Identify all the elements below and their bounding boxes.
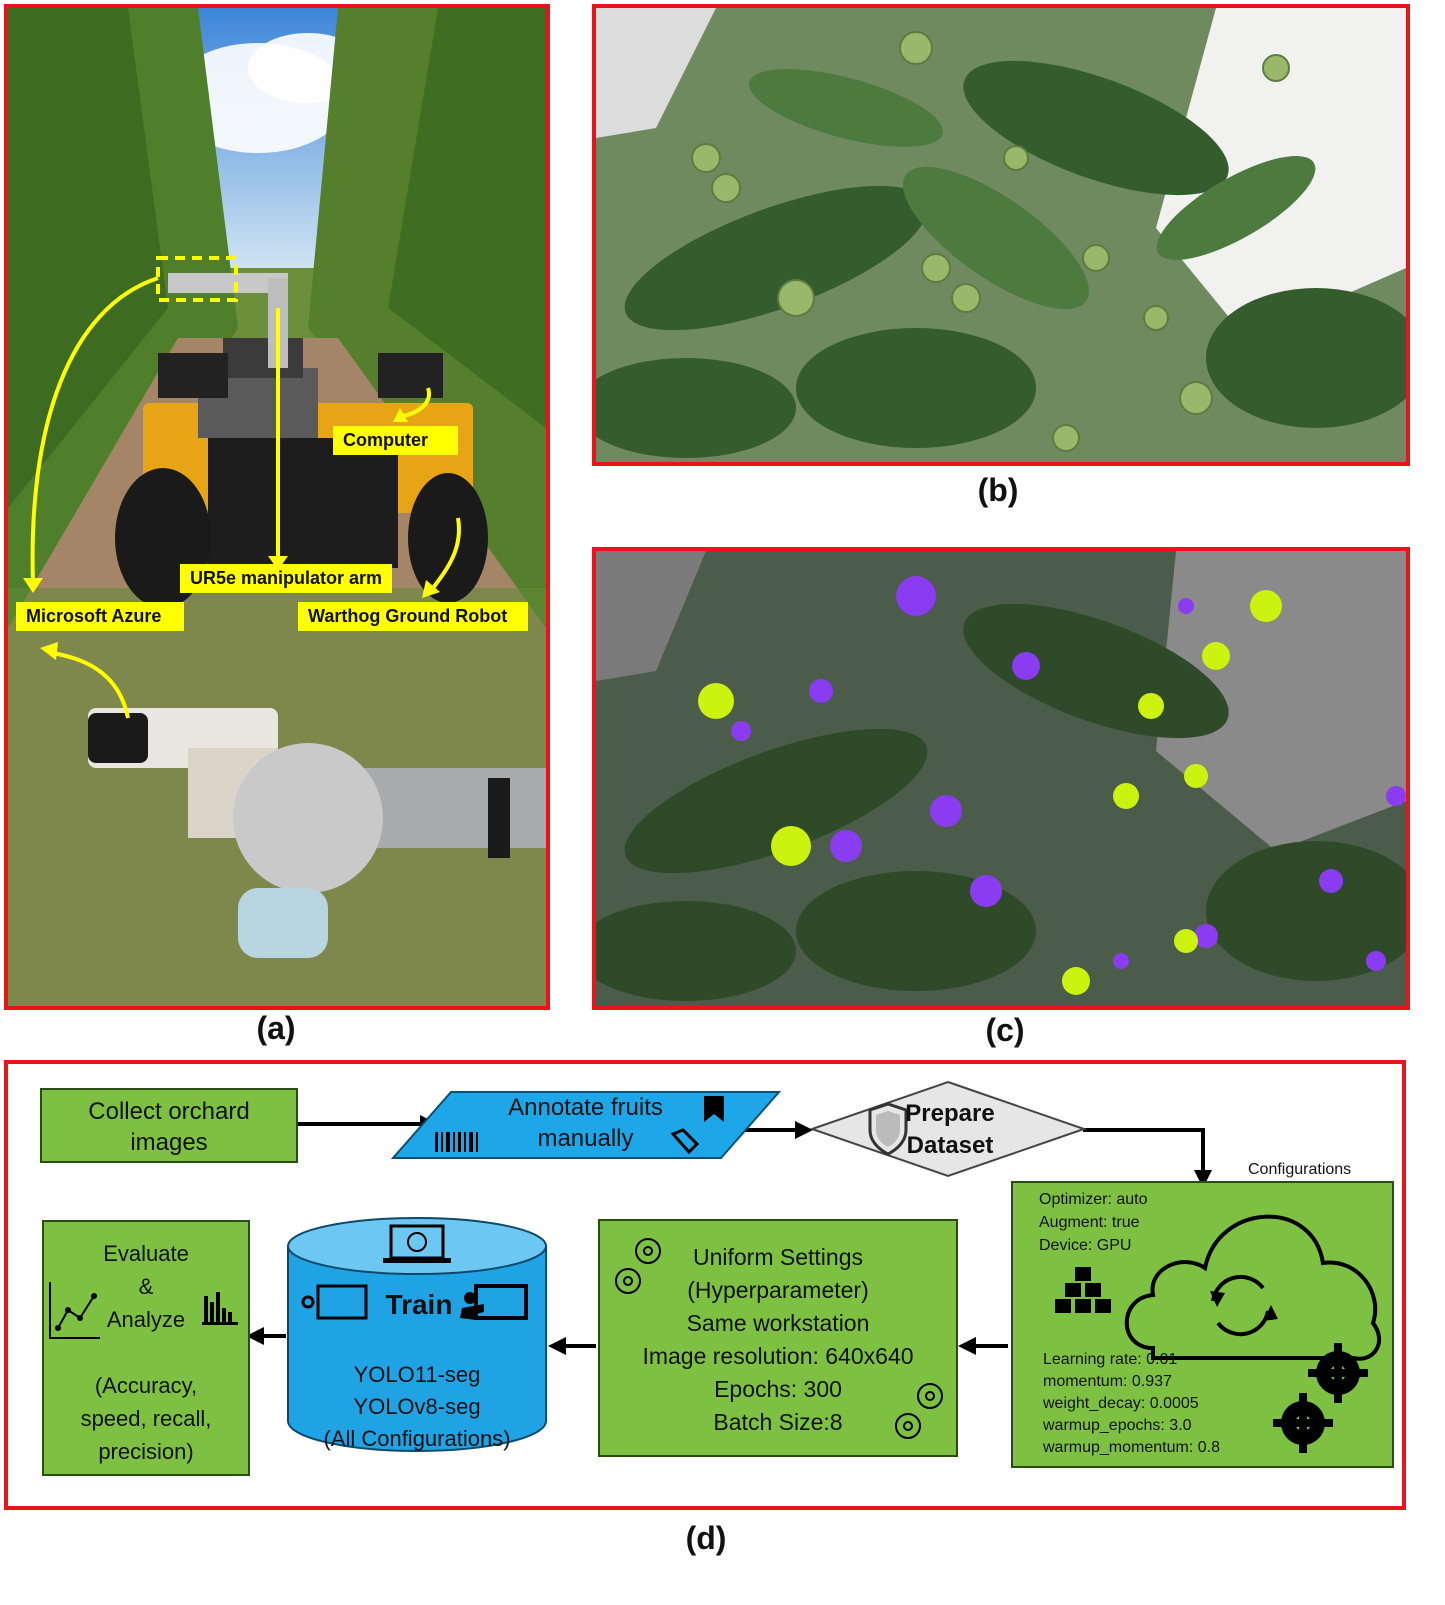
bookmark-icon xyxy=(704,1096,724,1122)
caption-d: (d) xyxy=(685,1520,727,1556)
segmentation-mask-illustration xyxy=(596,551,1406,1006)
laptop-globe-icon xyxy=(383,1224,451,1263)
annotate-text: Annotate fruits manually xyxy=(478,1092,693,1154)
panel-d-workflow: Collect orchard images Annotate fruits m… xyxy=(4,1060,1406,1510)
orchard-robot-illustration xyxy=(8,8,546,1006)
evaluate-line-3: Analyze xyxy=(106,1307,186,1332)
bar-chart-icon xyxy=(202,1292,238,1325)
uniform-gear-icons xyxy=(615,1238,943,1439)
annotate-line-1: Annotate fruits xyxy=(508,1094,663,1121)
barcode-icon xyxy=(435,1132,478,1152)
label-ur5e-arm: UR5e manipulator arm xyxy=(180,564,393,593)
shield-icon xyxy=(868,1102,908,1156)
configurations-box: Optimizer: auto Augment: true Device: GP… xyxy=(1011,1181,1394,1468)
gears-icon xyxy=(1281,1351,1360,1445)
config-bottom-list: Learning rate: 0.01 momentum: 0.937 weig… xyxy=(1043,1349,1220,1459)
annotate-line-2: manually xyxy=(537,1125,634,1152)
prepare-line-2: Dataset xyxy=(906,1132,994,1159)
label-microsoft-azure: Microsoft Azure xyxy=(16,602,184,631)
config-optimizer: Optimizer: auto xyxy=(1039,1191,1148,1208)
uniform-line-6: Batch Size:8 xyxy=(713,1409,843,1435)
config-learning-rate: Learning rate: 0.01 xyxy=(1043,1351,1178,1368)
uniform-line-2: (Hyperparameter) xyxy=(687,1277,869,1303)
purple-masks xyxy=(731,576,1406,971)
cloud-icon xyxy=(1124,1214,1381,1361)
uniform-line-4: Image resolution: 640x640 xyxy=(642,1343,914,1369)
train-line-1: YOLO11-seg xyxy=(353,1362,481,1387)
caption-b: (b) xyxy=(977,472,1019,508)
prepare-line-1: Prepare xyxy=(905,1100,995,1127)
sync-icon xyxy=(1211,1274,1270,1337)
config-momentum: momentum: 0.937 xyxy=(1043,1373,1172,1390)
blocks-icon xyxy=(1055,1267,1111,1313)
prepare-text: Prepare Dataset xyxy=(890,1098,1010,1162)
config-weight-decay: weight_decay: 0.0005 xyxy=(1043,1395,1199,1412)
line-chart-icon xyxy=(49,1282,100,1339)
caption-c: (c) xyxy=(985,1012,1025,1048)
train-line-3: (All Configurations) xyxy=(323,1426,511,1451)
configurations-title: Configurations xyxy=(1248,1161,1352,1178)
train-title: Train xyxy=(385,1289,453,1320)
uniform-settings-box: Uniform Settings (Hyperparameter) Same w… xyxy=(598,1219,958,1457)
evaluate-metric-1: (Accuracy, xyxy=(94,1373,198,1398)
presentation-icon xyxy=(301,1284,368,1320)
config-device: Device: GPU xyxy=(1039,1237,1132,1254)
yellow-masks xyxy=(698,590,1282,995)
annotate-parallelogram xyxy=(391,1091,781,1159)
panel-c-segmentation-result xyxy=(592,547,1410,1010)
evaluate-metric-2: speed, recall, xyxy=(80,1406,212,1431)
config-warmup-epochs: warmup_epochs: 3.0 xyxy=(1043,1417,1192,1434)
panel-a-robot-photo: Computer UR5e manipulator arm Microsoft … xyxy=(4,4,550,1010)
config-augment: Augment: true xyxy=(1039,1214,1140,1231)
label-computer: Computer xyxy=(333,426,458,455)
caption-a: (a) xyxy=(256,1010,296,1046)
panel-b-orchard-photo xyxy=(592,4,1410,466)
train-line-2: YOLOv8-seg xyxy=(353,1394,481,1419)
uniform-line-5: Epochs: 300 xyxy=(714,1376,842,1402)
config-top-list: Optimizer: auto Augment: true Device: GP… xyxy=(1039,1188,1147,1257)
prepare-diamond xyxy=(810,1080,1086,1178)
teacher-icon xyxy=(460,1284,528,1320)
evaluate-metric-3: precision) xyxy=(98,1439,194,1464)
label-warthog-robot: Warthog Ground Robot xyxy=(298,602,528,631)
collect-line-2: images xyxy=(130,1129,208,1156)
evaluate-icons xyxy=(49,1282,238,1339)
evaluate-line-1: Evaluate xyxy=(103,1241,189,1266)
config-warmup-momentum: warmup_momentum: 0.8 xyxy=(1043,1439,1220,1456)
uniform-line-1: Uniform Settings xyxy=(692,1244,863,1270)
train-cylinder xyxy=(287,1217,547,1452)
tag-icon xyxy=(670,1128,700,1155)
apple-tree-illustration xyxy=(596,8,1406,462)
config-graphics xyxy=(1055,1214,1381,1453)
evaluate-line-2: & xyxy=(138,1274,154,1299)
uniform-line-3: Same workstation xyxy=(686,1310,870,1336)
train-models: YOLO11-seg YOLOv8-seg (All Configuration… xyxy=(286,1359,548,1455)
evaluate-box: Evaluate & Analyze (Accuracy, speed, rec… xyxy=(42,1220,250,1476)
collect-line-1: Collect orchard xyxy=(88,1098,250,1125)
collect-images-box: Collect orchard images xyxy=(40,1088,298,1163)
